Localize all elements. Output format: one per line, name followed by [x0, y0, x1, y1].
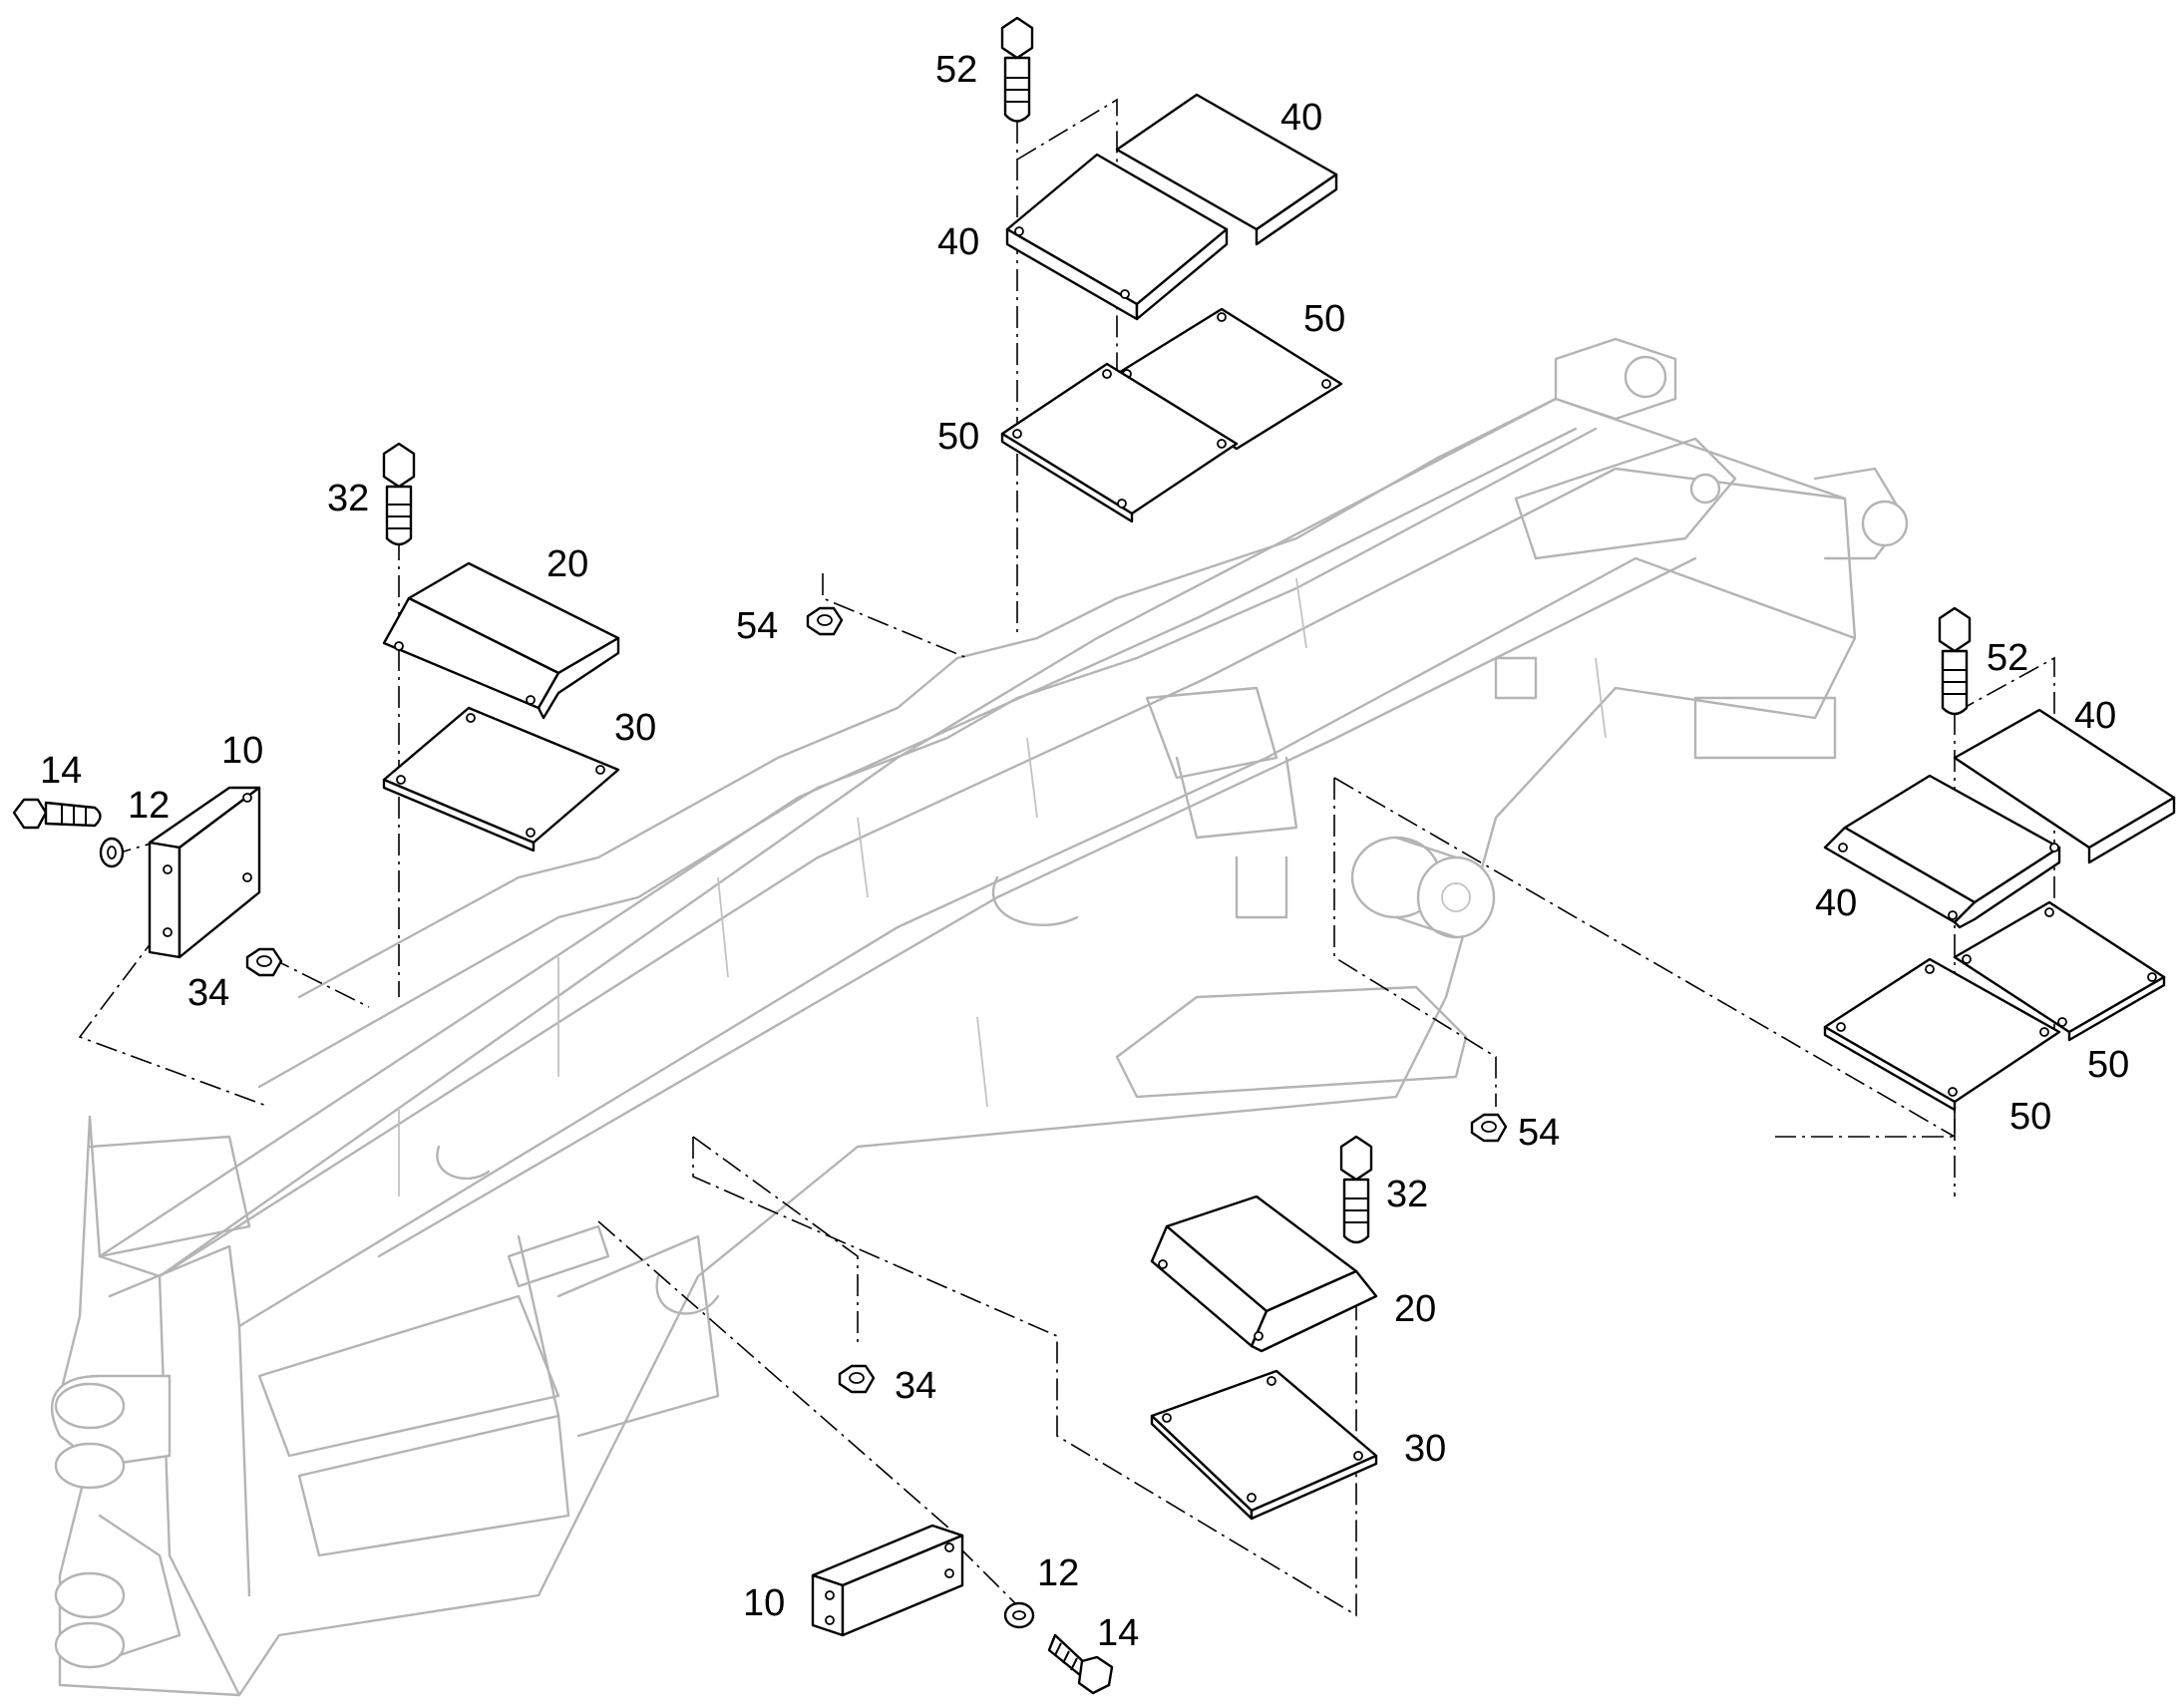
- callout-c34b: 34: [895, 1365, 936, 1407]
- shim-50-top-front: [1000, 362, 1239, 523]
- nut-54-right: [1470, 1113, 1508, 1143]
- callout-c14a: 14: [40, 750, 82, 792]
- callout-c12b: 12: [1037, 1552, 1079, 1594]
- leader-lines: [78, 98, 2055, 1617]
- callout-c54a: 54: [736, 605, 778, 647]
- callout-c12a: 12: [128, 785, 170, 827]
- nut-34-bottom: [838, 1364, 876, 1394]
- pad-40-right-front: [1823, 774, 2061, 929]
- shim-30-left: [382, 706, 620, 853]
- bracket-10-bottom: [811, 1524, 964, 1637]
- nut-34-left: [245, 947, 283, 977]
- callout-c20b: 20: [1394, 1288, 1436, 1330]
- callout-c32b: 32: [1386, 1174, 1428, 1215]
- callout-c40d: 40: [1815, 882, 1857, 924]
- callout-c30a: 30: [614, 707, 656, 749]
- chassis-frame: [50, 337, 1909, 1697]
- bolt-52-top: [1000, 16, 1034, 123]
- nut-54-top: [806, 606, 844, 636]
- callout-c52a: 52: [935, 49, 977, 91]
- bolt-32-left: [382, 442, 416, 546]
- callout-c32a: 32: [327, 478, 369, 519]
- callout-c10a: 10: [221, 730, 263, 772]
- pad-40-top-front: [1005, 153, 1229, 321]
- callout-c10b: 10: [743, 1582, 785, 1624]
- shim-50-right-back: [1953, 900, 2166, 1042]
- washer-12-bottom: [1003, 1601, 1035, 1629]
- bolt-14-left: [12, 798, 102, 830]
- callout-c54b: 54: [1518, 1112, 1560, 1154]
- callout-c50b: 50: [937, 416, 979, 458]
- bolt-14-bottom: [1047, 1633, 1114, 1695]
- pad-40-right-back: [1953, 708, 2176, 864]
- callout-c30b: 30: [1404, 1428, 1446, 1470]
- washer-12-left: [99, 837, 125, 868]
- callout-c50a: 50: [1303, 298, 1345, 340]
- callout-c40c: 40: [2074, 695, 2116, 737]
- callout-c50c: 50: [2087, 1044, 2129, 1086]
- callout-c34a: 34: [187, 972, 229, 1014]
- bolt-52-right: [1938, 606, 1972, 716]
- shim-30-bottom: [1150, 1369, 1378, 1521]
- bracket-10-left: [148, 786, 261, 959]
- callout-c50d: 50: [2009, 1096, 2051, 1138]
- shim-50-right-front: [1823, 957, 2061, 1112]
- callout-c52b: 52: [1987, 637, 2028, 679]
- callout-c20a: 20: [546, 543, 588, 585]
- bolt-32-bottom: [1339, 1135, 1373, 1244]
- callout-c40a: 40: [1280, 97, 1322, 139]
- callout-c14b: 14: [1097, 1612, 1139, 1654]
- callout-labels: 52 40 40 50 50 32 20 30 54 14 12 10 34 5…: [40, 49, 2129, 1654]
- callout-c40b: 40: [937, 221, 979, 263]
- pad-20-left: [382, 561, 620, 720]
- pad-40-top-back: [1115, 93, 1338, 246]
- pad-20-bottom: [1150, 1195, 1378, 1353]
